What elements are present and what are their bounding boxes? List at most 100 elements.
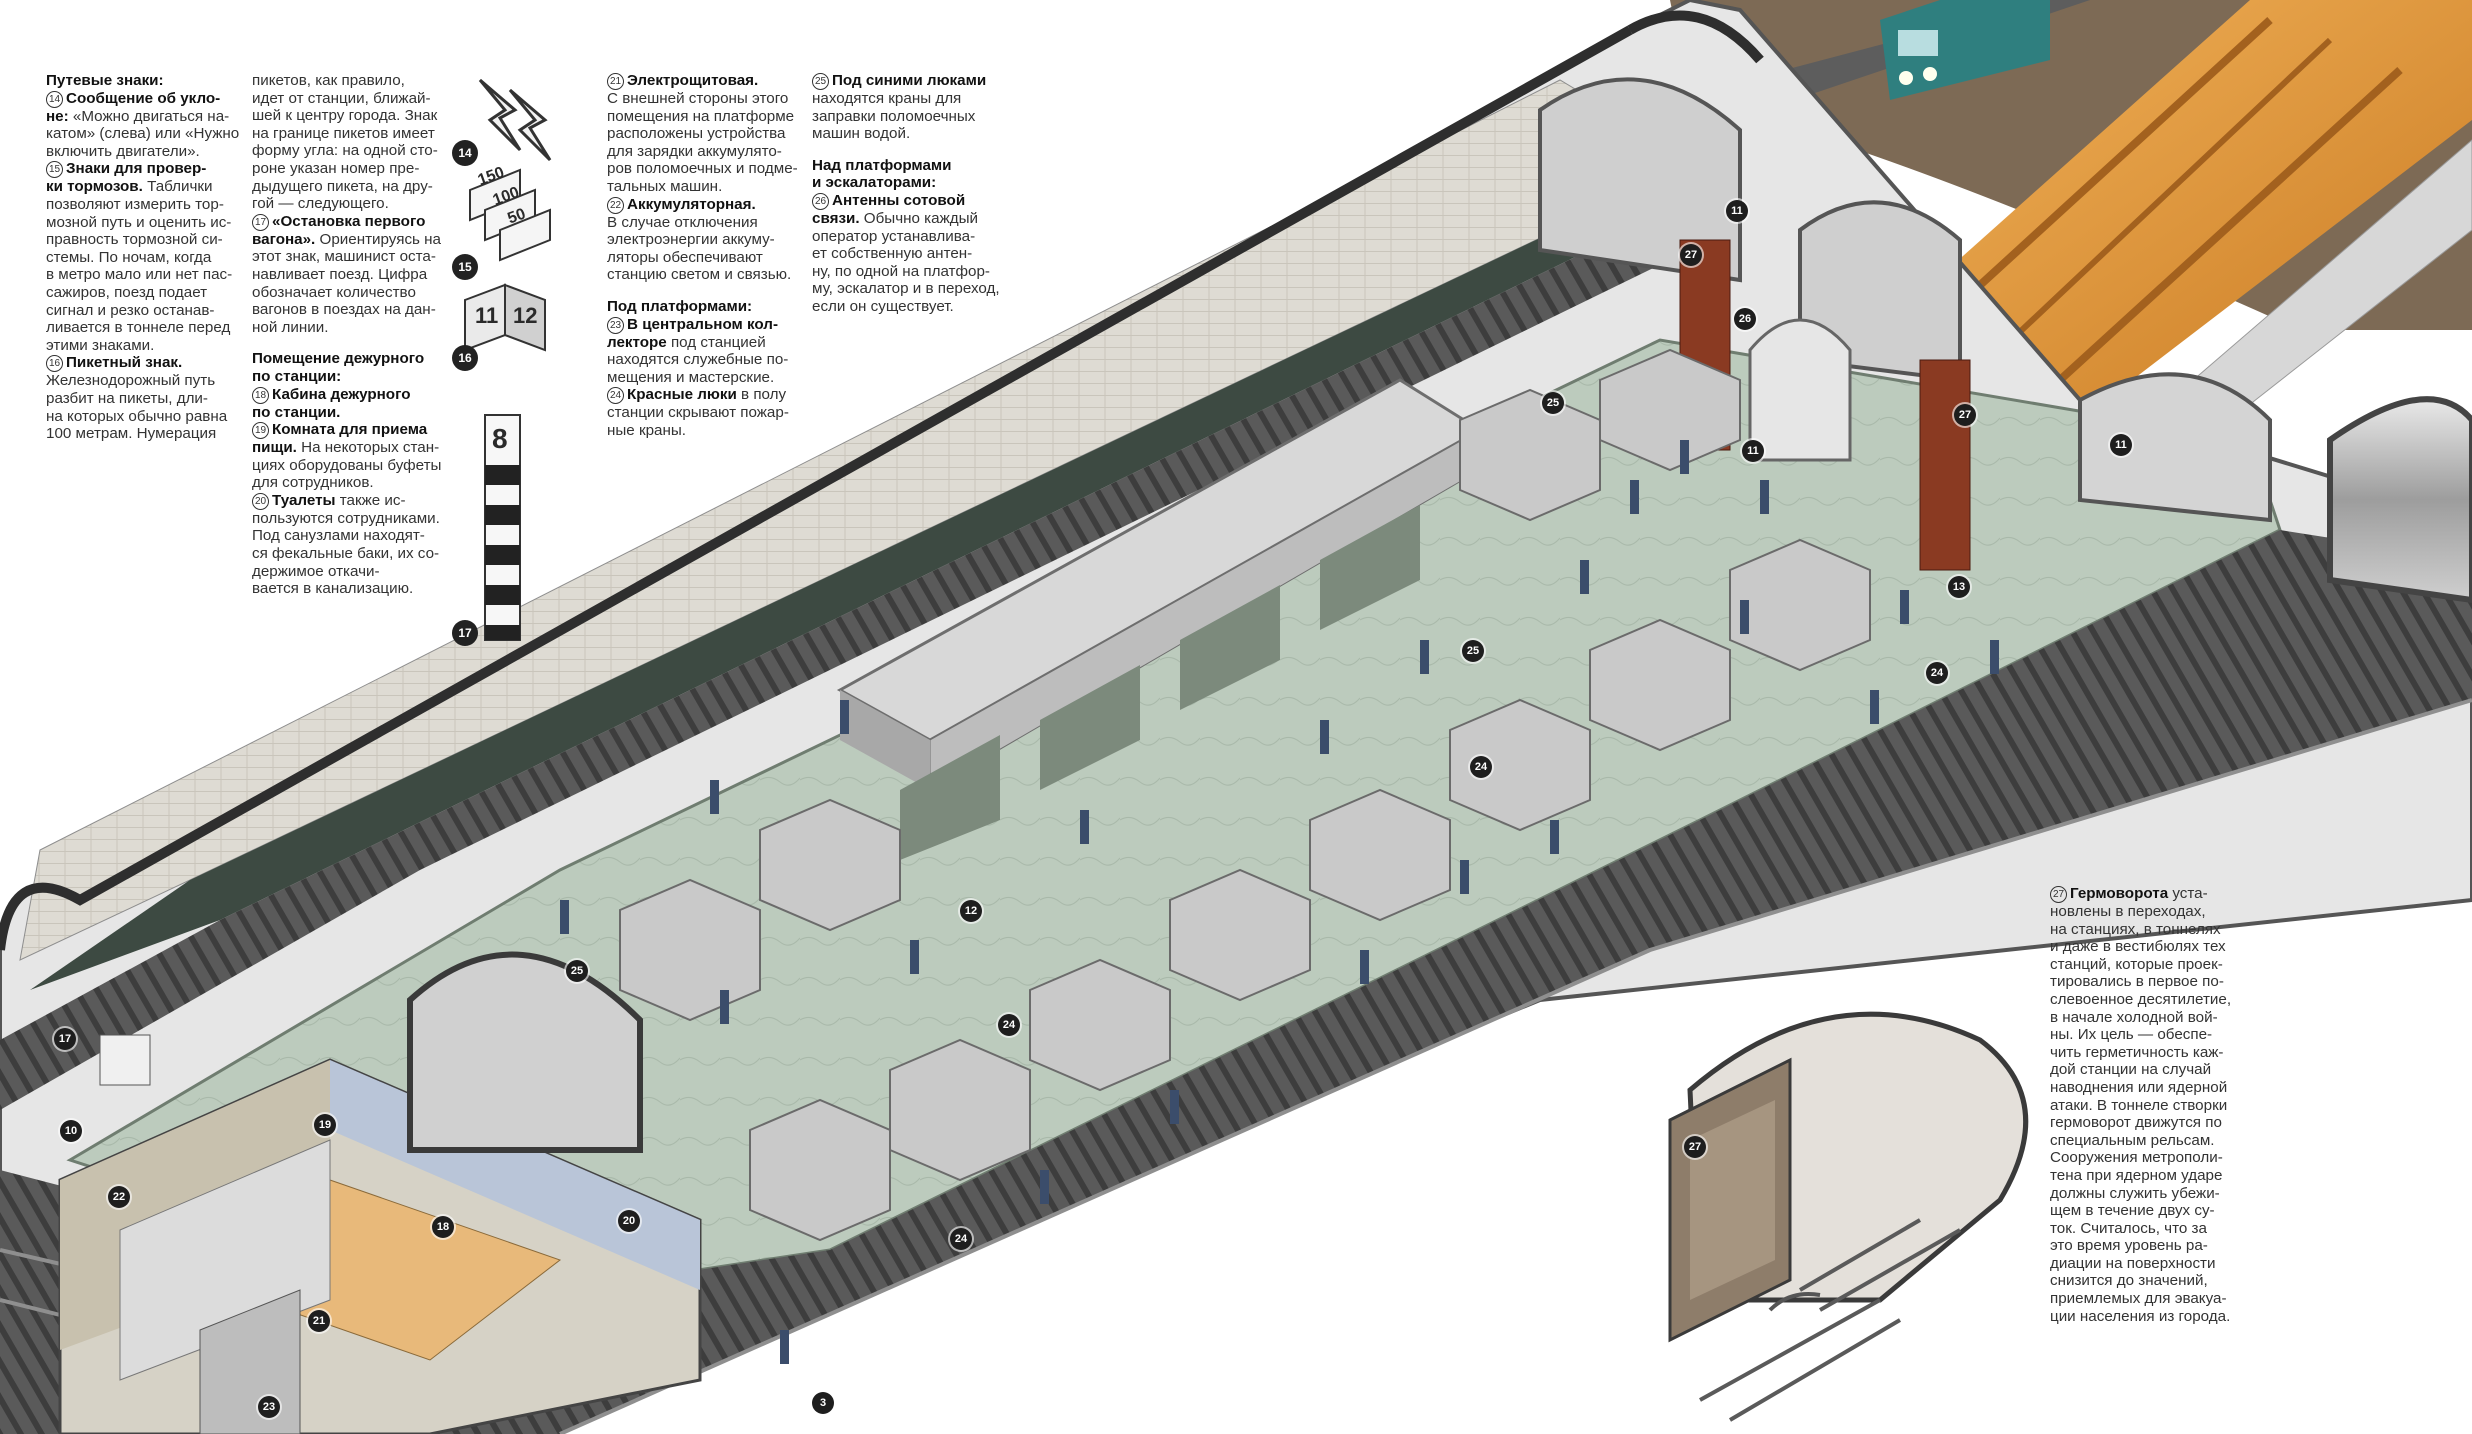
text-line: новлены в переходах,: [2050, 903, 2260, 921]
text-line: дыдущего пикета, на дру-: [252, 178, 452, 196]
marker: 11: [1742, 440, 1764, 462]
text-line: тировались в первое по-: [2050, 973, 2260, 991]
item-text: находятся служебные по-: [607, 351, 789, 369]
text-line: на которых обычно равна: [46, 408, 246, 426]
item-text: разбит на пикеты, дли-: [46, 389, 208, 407]
item-text: ляторы обеспечивают: [607, 248, 763, 266]
marker: 24: [1926, 662, 1948, 684]
item-text: этими знаками.: [46, 336, 155, 354]
item-text: дыдущего пикета, на дру-: [252, 177, 433, 195]
text-line: роне указан номер пре-: [252, 160, 452, 178]
item-text: ной линии.: [252, 318, 329, 336]
marker: 10: [60, 1120, 82, 1142]
text-line: позволяют измерить тор-: [46, 196, 246, 214]
text-line: 17«Остановка первого: [252, 213, 452, 231]
text-line: станцию светом и связью.: [607, 266, 807, 284]
item-text: циях оборудованы буфеты: [252, 456, 442, 474]
item-text: помещения на платформе: [607, 107, 795, 125]
item-text: Таблички: [142, 178, 213, 196]
text-line: на границе пикетов имеет: [252, 125, 452, 143]
text-line: вагонов в поездах на дан-: [252, 301, 452, 319]
item-text: тена при ядерном ударе: [2050, 1166, 2223, 1184]
sign-17-number: 17: [452, 620, 478, 646]
item-text: правность тормозной си-: [46, 231, 223, 249]
item-text: этот знак, машинист оста-: [252, 248, 436, 266]
sign-16-right-value: 12: [513, 303, 538, 328]
item-text: 100 метрам. Нумерация: [46, 425, 217, 443]
item-term: связи.: [812, 209, 860, 227]
text-line: ток. Считалось, что за: [2050, 1220, 2260, 1238]
item-text: «Можно двигаться на-: [68, 107, 230, 125]
text-line: С внешней стороны этого: [607, 90, 807, 108]
paragraph-gap: [607, 284, 807, 298]
item-text: навливает поезд. Цифра: [252, 265, 428, 283]
item-term: Комната для приема: [272, 421, 428, 439]
text-line: помещения на платформе: [607, 108, 807, 126]
item-text: расположены устройства: [607, 125, 786, 143]
text-line: идет от станции, ближай-: [252, 90, 452, 108]
text-line: гермоворот движутся по: [2050, 1114, 2260, 1132]
item-text: в полу: [736, 386, 787, 404]
text-line: находятся служебные по-: [607, 351, 807, 369]
item-text: специальным рельсам.: [2050, 1131, 2215, 1149]
item-text: тировались в первое по-: [2050, 973, 2224, 991]
text-line: это время уровень ра-: [2050, 1237, 2260, 1255]
marker: 17: [54, 1028, 76, 1050]
text-line: ливается в тоннеле перед: [46, 319, 246, 337]
item-text: му, эскалатор и в переход,: [812, 280, 1000, 298]
marker: 24: [950, 1228, 972, 1250]
item-text: сигнал и резко останав-: [46, 301, 215, 319]
text-line: ные краны.: [607, 422, 807, 440]
item-text: катом» (слева) или «Нужно: [46, 125, 240, 143]
marker: 21: [308, 1310, 330, 1332]
item-text: шей к центру города. Знак: [252, 107, 438, 125]
marker: 25: [1542, 392, 1564, 414]
item-number-badge: 27: [2050, 886, 2067, 903]
text-line: чить герметичность каж-: [2050, 1044, 2260, 1062]
platform-pavilions: [619, 348, 1871, 1242]
item-text: роне указан номер пре-: [252, 159, 420, 177]
text-line: и эскалаторами:: [812, 174, 937, 192]
item-number-badge: 21: [607, 73, 624, 90]
item-text: ров поломоечных и подме-: [607, 160, 798, 178]
text-line: ляторы обеспечивают: [607, 249, 807, 267]
item-text: диации на поверхности: [2050, 1254, 2216, 1272]
text-line: Железнодорожный путь: [46, 372, 246, 390]
item-term: Электрощитовая.: [627, 72, 759, 89]
marker: 27: [1684, 1136, 1706, 1158]
text-line: вается в канализацию.: [252, 580, 452, 598]
marker: 24: [1470, 756, 1492, 778]
text-line: не: «Можно двигаться на-: [46, 108, 246, 126]
text-line: форму угла: на одной сто-: [252, 142, 452, 160]
item-text: и даже в вестибюлях тех: [2050, 938, 2226, 956]
item-text: наводнения или ядерной: [2050, 1078, 2228, 1096]
text-line: пищи. На некоторых стан-: [252, 439, 452, 457]
text-line: тальных машин.: [607, 178, 807, 196]
text-column-duty-room: пикетов, как правило,идет от станции, бл…: [252, 72, 452, 598]
item-text: в начале холодной вой-: [2050, 1008, 2218, 1026]
item-number-badge: 20: [252, 492, 269, 510]
item-text: включить двигатели».: [46, 142, 200, 160]
item-text: гермоворот движутся по: [2050, 1114, 2222, 1132]
text-line: ся фекальные баки, их со-: [252, 545, 452, 563]
item-text: мозной путь и оценить ис-: [46, 213, 232, 231]
sign-14-number: 14: [452, 140, 478, 166]
item-text: чить герметичность каж-: [2050, 1043, 2224, 1061]
sign-15-illustration: [469, 168, 551, 262]
text-line: тена при ядерном ударе: [2050, 1167, 2260, 1185]
item-term: Знаки для провер-: [66, 160, 207, 178]
text-line: Под санузлами находят-: [252, 527, 452, 545]
item-text: новлены в переходах,: [2050, 903, 2206, 920]
item-number-badge: 24: [607, 387, 624, 405]
item-text: ну, по одной на платфор-: [812, 262, 990, 280]
text-line: находятся краны для: [812, 90, 1012, 108]
item-term: Гермоворота: [2070, 885, 2169, 902]
duty-room-cutaway: [58, 951, 702, 1434]
